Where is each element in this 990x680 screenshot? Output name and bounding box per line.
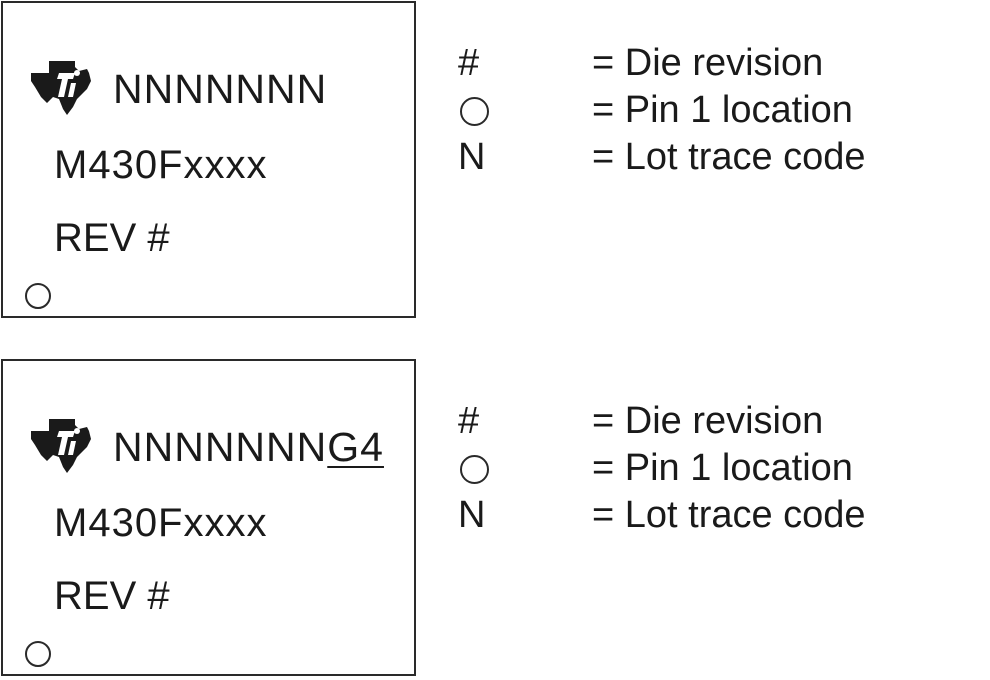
ti-logo-icon	[31, 61, 91, 115]
legend-row: N = Lot trace code	[458, 134, 938, 181]
legend-symbol: #	[458, 42, 480, 84]
legend-description: = Lot trace code	[592, 136, 866, 178]
legend-description: = Die revision	[592, 42, 824, 84]
circle-icon	[460, 97, 489, 126]
pin1-circle-icon	[25, 641, 51, 667]
lot-trace-code: NNNNNNNG4	[113, 423, 384, 471]
lot-code: NNNNNNN	[113, 424, 328, 470]
legend-bottom: # = Die revision = Pin 1 location N = Lo…	[458, 398, 938, 539]
legend-description: = Lot trace code	[592, 494, 866, 536]
legend-description: = Pin 1 location	[592, 447, 853, 489]
legend-row: # = Die revision	[458, 40, 938, 87]
circle-icon	[460, 455, 489, 484]
legend-row: = Pin 1 location	[458, 87, 938, 134]
package-marking-bottom: NNNNNNNG4 M430Fxxxx REV #	[1, 359, 416, 676]
legend-row: N = Lot trace code	[458, 492, 938, 539]
ti-logo-icon	[31, 419, 91, 473]
lot-suffix: G4	[327, 424, 384, 470]
legend-description: = Die revision	[592, 400, 824, 442]
legend-symbol: N	[458, 136, 486, 178]
pin1-circle-icon	[25, 283, 51, 309]
legend-top: # = Die revision = Pin 1 location N = Lo…	[458, 40, 938, 181]
part-number: M430Fxxxx	[54, 501, 268, 545]
package-marking-top: NNNNNNN M430Fxxxx REV #	[1, 1, 416, 318]
revision-marking: REV #	[54, 216, 170, 260]
lot-trace-code: NNNNNNN	[113, 65, 327, 113]
lot-code: NNNNNNN	[113, 66, 328, 112]
legend-description: = Pin 1 location	[592, 89, 853, 131]
revision-marking: REV #	[54, 574, 170, 618]
legend-symbol: N	[458, 494, 486, 536]
legend-row: = Pin 1 location	[458, 445, 938, 492]
legend-row: # = Die revision	[458, 398, 938, 445]
part-number: M430Fxxxx	[54, 143, 268, 187]
legend-symbol: #	[458, 400, 480, 442]
